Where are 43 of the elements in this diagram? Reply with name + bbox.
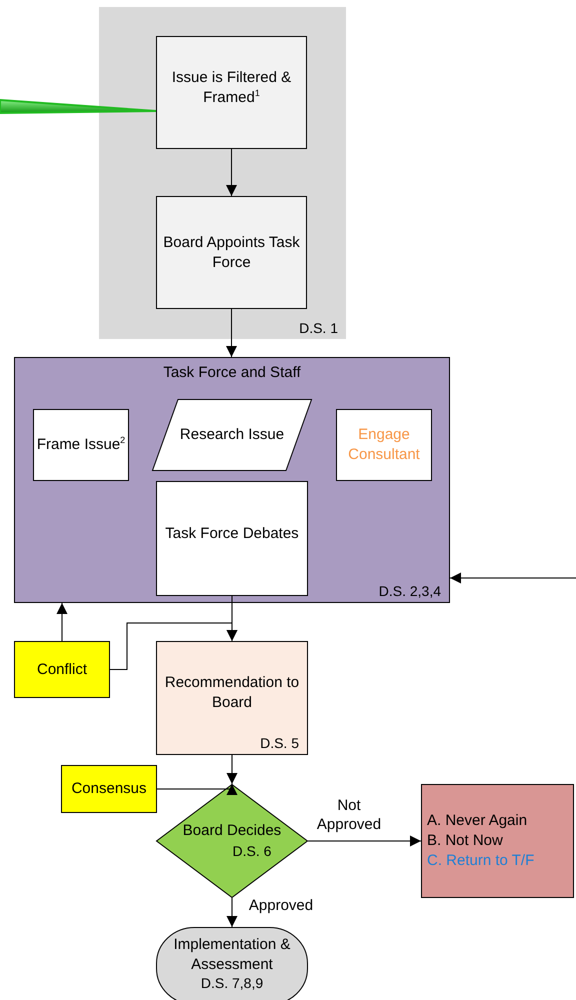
decision-diamond [156,784,308,898]
step-label: D.S. 5 [260,735,299,751]
arrow [226,148,237,196]
node-text: Recommendation to Board [164,673,300,713]
process-box [156,36,307,149]
outcome-box [421,784,574,898]
list-item: A. Never Again [427,811,528,831]
process-box [156,196,307,309]
node-text: D.S. 7,8,9 [200,975,264,991]
list-item: B. Not Now [427,831,503,851]
node-text: Engage Consultant [347,425,421,465]
arrow [226,754,238,784]
group-panel [99,7,346,339]
condition-box [14,641,110,698]
group-panel [14,357,450,603]
node-text: Implementation & Assessment [172,935,292,975]
node-text: Frame Issue$^{2}$ [36,435,126,455]
process-box [156,481,308,596]
step-label: D.S. 1 [299,320,338,336]
step-label: D.S. 6 [232,842,272,861]
node-text: Board Decides [182,821,282,841]
pointer-wedge [0,98,157,114]
process-box [33,409,129,481]
node-text: Conflict [36,660,88,680]
data-parallelogram [152,399,312,471]
step-label: D.S. 2,3,4 [378,583,441,599]
arrow [156,784,238,795]
node-text: Issue is Filtered & Framed$^{1}$ [170,68,292,108]
panel-title: Task Force and Staff [162,363,302,383]
node-text: Research Issue [180,425,284,445]
process-box [156,641,308,755]
condition-box [61,765,157,813]
arrow [308,836,422,846]
node-text: Board Appoints Task Force [162,232,301,272]
arrow [226,308,237,358]
arrow [56,602,68,642]
arrow [226,898,238,928]
list-item: C. Return to T/F [427,851,534,871]
arrow [110,622,238,670]
node-text: Consensus [71,779,147,799]
process-box [336,409,432,481]
arrow [450,572,576,584]
node-text: Task Force Debates [165,524,299,544]
